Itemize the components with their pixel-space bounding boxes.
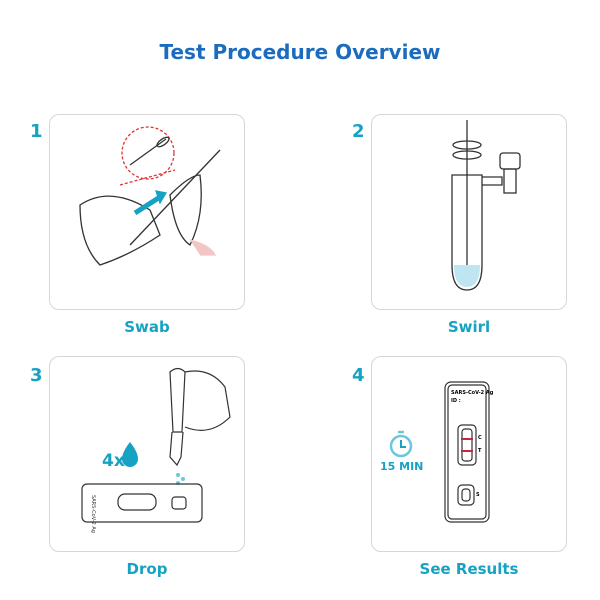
swab-illustration [79, 126, 221, 266]
step-number-3: 3 [30, 365, 43, 386]
step-panel-swirl [371, 114, 567, 310]
step-panel-drop: 4x SARS-CoV-2 Ag [49, 356, 245, 552]
step-panel-results: SARS-CoV-2 Ag ID : C T S 15 MIN [371, 356, 567, 552]
cassette-id: ID : [451, 398, 461, 404]
step-number-2: 2 [352, 121, 365, 142]
step-label-drop: Drop [126, 560, 168, 578]
step-number-4: 4 [352, 365, 365, 386]
cassette-text: SARS-CoV-2 Ag [451, 390, 494, 396]
step-label-swab: Swab [124, 318, 170, 336]
drop-illustration [81, 367, 231, 523]
mark-s: S [476, 492, 480, 498]
timer-label: 15 MIN [380, 460, 424, 473]
step-number-1: 1 [30, 121, 43, 142]
mark-c: C [478, 435, 482, 441]
step-panel-swab [49, 114, 245, 310]
cassette-illustration [389, 381, 490, 523]
swirl-illustration [451, 120, 521, 291]
mark-t: T [478, 448, 482, 454]
timer-icon [389, 434, 413, 458]
drop-icon [122, 442, 138, 467]
page-title: Test Procedure Overview [159, 40, 441, 64]
step-label-swirl: Swirl [447, 318, 491, 336]
step-label-results: See Results [419, 560, 519, 578]
drop-count: 4x [102, 451, 125, 471]
cassette-text: SARS-CoV-2 Ag [90, 495, 96, 533]
